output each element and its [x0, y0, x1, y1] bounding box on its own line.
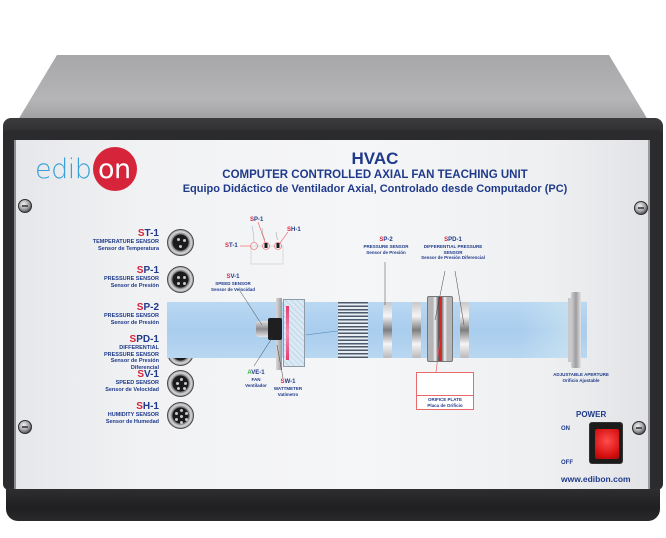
- sensor-prefix: S: [137, 369, 144, 380]
- label-st1: ST-1: [225, 243, 238, 249]
- pressure-ring-spd1-a: [412, 302, 421, 358]
- sensor-prefix: S: [136, 302, 144, 313]
- edibon-logo: edib on: [35, 147, 145, 191]
- label-sv1: SV-1 SPEED SENSOR Sensor de Velocidad: [210, 274, 255, 292]
- connector-socket-icon[interactable]: [167, 402, 194, 429]
- logo-red-circle: [93, 147, 137, 191]
- sensor-name: SPEED SENSOR: [115, 380, 159, 386]
- sensor-label: SP-1 PRESSURE SENSOR Sensor de Presión: [104, 266, 159, 289]
- power-switch[interactable]: [589, 422, 623, 464]
- sensor-code: V-1: [143, 369, 159, 380]
- sensor-code: T-1: [144, 228, 159, 239]
- sensor-name-es: Sensor de Temperatura: [97, 245, 159, 252]
- sensor-code: PD-1: [136, 334, 159, 345]
- label-sp2: SP-2 PRESSURE SENSOR Sensor de Presión: [363, 237, 409, 255]
- air-duct: [167, 302, 587, 358]
- screw-icon: [18, 199, 32, 213]
- flow-straightener: [338, 302, 368, 358]
- label-ave1: AVE-1 FAN Ventilador: [245, 370, 267, 388]
- sensor-name: HUMIDITY SENSOR: [107, 412, 159, 418]
- label-sw1: SW-1 WATTMETER Vatímetro: [273, 379, 303, 397]
- label-spd1: SPD-1 DIFFERENTIAL PRESSURE SENSOR Senso…: [421, 237, 485, 260]
- cabinet-base: [6, 488, 660, 521]
- screw-icon: [634, 201, 648, 215]
- screw-icon: [18, 420, 32, 434]
- page-title: HVAC: [351, 149, 399, 168]
- page-subtitle-es: Equipo Didáctico de Ventilador Axial, Co…: [182, 183, 568, 195]
- label-sh1: SH-1: [287, 227, 301, 233]
- sensor-name-es: Sensor de Velocidad: [105, 386, 159, 393]
- label-sp1: SP-1: [250, 217, 264, 223]
- connector-socket-icon[interactable]: [167, 229, 194, 256]
- title-block: HVAC COMPUTER CONTROLLED AXIAL FAN TEACH…: [150, 150, 600, 196]
- sensor-prefix: S: [137, 228, 145, 239]
- power-off-label: OFF: [561, 460, 573, 466]
- screw-icon: [632, 421, 646, 435]
- sensor-prefix: S: [136, 265, 144, 276]
- sensor-name: PRESSURE SENSOR: [103, 313, 159, 319]
- page-subtitle: COMPUTER CONTROLLED AXIAL FAN TEACHING U…: [222, 169, 528, 181]
- power-label: POWER: [576, 410, 607, 419]
- fan-hub-icon: [268, 318, 282, 340]
- sensor-prefix: S: [136, 401, 143, 412]
- sensor-prefix: S: [129, 334, 137, 345]
- sensor-label: SPD-1 DIFFERENTIAL PRESSURE SENSOR Senso…: [97, 335, 159, 371]
- connector-socket-icon[interactable]: [167, 266, 194, 293]
- power-on-label: ON: [561, 426, 570, 432]
- pressure-ring-sp2: [383, 302, 392, 358]
- sensor-code: P-2: [143, 302, 159, 313]
- orifice-plate: [427, 296, 453, 362]
- sensor-name: PRESSURE SENSOR: [103, 276, 159, 282]
- aperture-inner: [568, 298, 572, 362]
- pressure-ring-spd1-b: [460, 302, 469, 358]
- callout-divider: [417, 395, 473, 396]
- power-rocker-icon[interactable]: [595, 429, 619, 459]
- sensor-code: H-1: [142, 401, 159, 412]
- sensor-item-sh1: SH-1 HUMIDITY SENSOR Sensor de Humedad: [44, 402, 194, 434]
- logo-text-left: edib: [35, 154, 92, 185]
- sensor-name-es: Sensor de Presión Diferencial: [110, 358, 159, 371]
- label-aperture: ADJUSTABLE APERTURE Orificio Ajustable: [553, 372, 609, 383]
- connector-socket-icon[interactable]: [167, 370, 194, 397]
- sensor-name-es: Sensor de Presión: [110, 282, 159, 289]
- sensor-label: ST-1 TEMPERATURE SENSOR Sensor de Temper…: [93, 229, 159, 252]
- orifice-plate-callout: ORIFICE PLATE Placa de Orificio: [416, 372, 474, 410]
- wattmeter-element: [286, 306, 289, 360]
- sensor-item-sp1: SP-1 PRESSURE SENSOR Sensor de Presión: [44, 266, 194, 298]
- sensor-label: SH-1 HUMIDITY SENSOR Sensor de Humedad: [106, 402, 159, 425]
- label-orifice: ORIFICE PLATE Placa de Orificio: [427, 397, 463, 408]
- sensor-code: P-1: [143, 265, 159, 276]
- sensor-label: SV-1 SPEED SENSOR Sensor de Velocidad: [105, 370, 159, 393]
- sensor-label: SP-2 PRESSURE SENSOR Sensor de Presión: [104, 303, 159, 326]
- sensor-name: DIFFERENTIAL PRESSURE SENSOR: [103, 345, 159, 358]
- sensor-item-st1: ST-1 TEMPERATURE SENSOR Sensor de Temper…: [44, 229, 194, 261]
- sensor-item-sv1: SV-1 SPEED SENSOR Sensor de Velocidad: [44, 370, 194, 402]
- sensor-name: TEMPERATURE SENSOR: [92, 239, 159, 245]
- sensor-name-es: Sensor de Humedad: [105, 418, 159, 425]
- adjustable-aperture: [571, 292, 581, 368]
- website-url: www.edibon.com: [561, 474, 631, 484]
- logo-text-right: on: [98, 154, 131, 185]
- sensor-name-es: Sensor de Presión: [110, 319, 159, 326]
